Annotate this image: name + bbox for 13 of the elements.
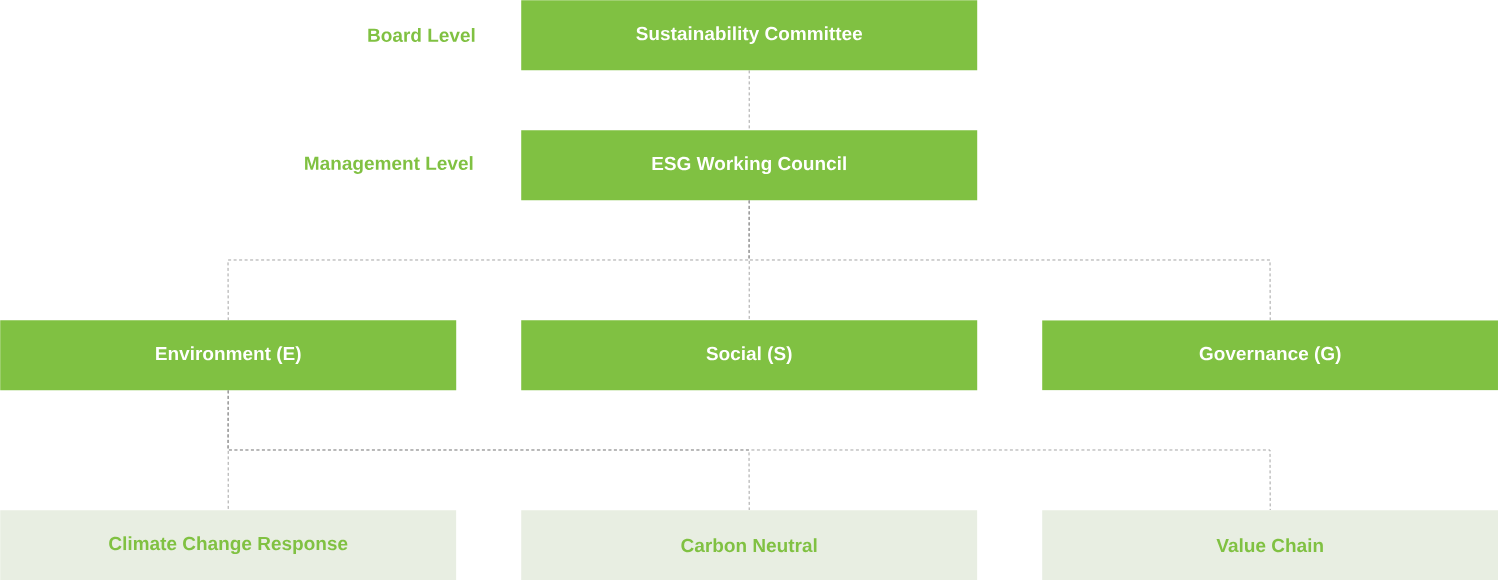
- connector-line: [748, 199, 1271, 321]
- org-box: ESG Working Council: [521, 130, 978, 201]
- org-box: Environment (E): [0, 320, 457, 391]
- org-box: Governance (G): [1042, 320, 1498, 391]
- level-label: Management Level: [305, 156, 473, 174]
- org-box: Carbon Neutral: [521, 510, 978, 580]
- level-label: Board Level: [368, 28, 475, 42]
- org-box: Climate Change Response: [0, 510, 457, 580]
- org-box: Value Chain: [1042, 510, 1498, 580]
- org-box: Sustainability Committee: [521, 0, 978, 71]
- connector-line: [227, 389, 1271, 511]
- connector-line: [748, 69, 750, 131]
- org-box: Social (S): [521, 320, 978, 391]
